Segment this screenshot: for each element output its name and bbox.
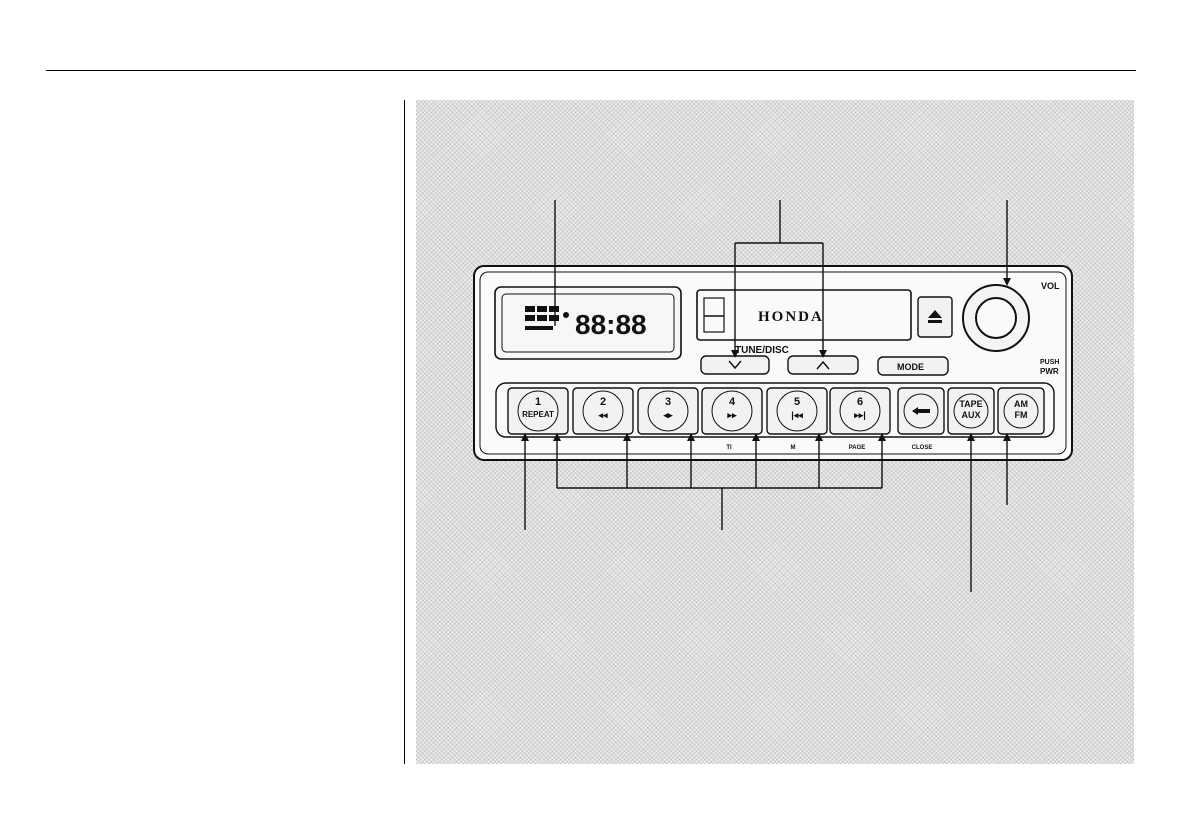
vol-label: VOL [1041, 281, 1060, 291]
display-segments [525, 306, 569, 330]
preset-3-sub: ◂▸ [662, 410, 673, 420]
mode-label: MODE [897, 362, 924, 372]
close-label: CLOSE [912, 445, 933, 451]
button-row-frame [495, 382, 1055, 438]
preset-6-number: 6 [857, 396, 863, 408]
volume-knob[interactable] [962, 284, 1030, 352]
tune-disc-label: TUNE/DISC [735, 345, 789, 356]
preset-5-sub: |◂◂ [791, 410, 803, 420]
tape-direction-button[interactable] [897, 387, 945, 435]
preset-button-3[interactable]: 3 ◂▸ [637, 387, 699, 435]
preset-1-sub: REPEAT [522, 410, 554, 419]
display-window: 88:88 [494, 286, 682, 360]
tune-down-button[interactable] [700, 355, 770, 375]
column-divider [404, 100, 405, 764]
mode-button[interactable]: MODE [877, 356, 949, 376]
eject-button[interactable] [917, 296, 953, 338]
preset-5-number: 5 [794, 396, 800, 408]
tape-aux-button[interactable]: TAPE AUX [947, 387, 995, 435]
tape-label: TAPE [959, 399, 982, 409]
am-label: AM [1014, 399, 1028, 409]
header-rule [46, 70, 1136, 71]
callout-lines [521, 200, 1011, 592]
preset-4-sub: ▸▸ [726, 410, 737, 420]
push-label: PUSH [1040, 359, 1059, 366]
preset-6-sub: ▸▸| [853, 410, 866, 420]
display-digits: 88:88 [575, 309, 647, 340]
radio-unit-inner-frame [479, 271, 1067, 455]
direction-arrow-icon [912, 407, 918, 415]
preset-5-below-label: M [791, 445, 796, 451]
am-fm-button[interactable]: AM FM [997, 387, 1045, 435]
preset-button-5[interactable]: 5 |◂◂ [766, 387, 828, 435]
preset-4-below-label: TI [726, 445, 732, 451]
preset-button-1[interactable]: 1 REPEAT [507, 387, 569, 435]
preset-button-6[interactable]: 6 ▸▸| [829, 387, 891, 435]
preset-button-4[interactable]: 4 ▸▸ [701, 387, 763, 435]
preset-2-sub: ◂◂ [597, 410, 608, 420]
preset-button-2[interactable]: 2 ◂◂ [572, 387, 634, 435]
preset-1-number: 1 [535, 396, 541, 408]
preset-6-below-label: PAGE [849, 445, 866, 451]
preset-2-number: 2 [600, 396, 606, 408]
fm-label: FM [1015, 410, 1028, 420]
tape-slot: HONDA [696, 289, 912, 341]
tune-up-button[interactable] [787, 355, 859, 375]
brand-logo: HONDA [758, 309, 824, 325]
preset-3-number: 3 [665, 396, 671, 408]
aux-label: AUX [961, 410, 980, 420]
preset-4-number: 4 [729, 396, 736, 408]
pwr-label: PWR [1040, 367, 1059, 376]
